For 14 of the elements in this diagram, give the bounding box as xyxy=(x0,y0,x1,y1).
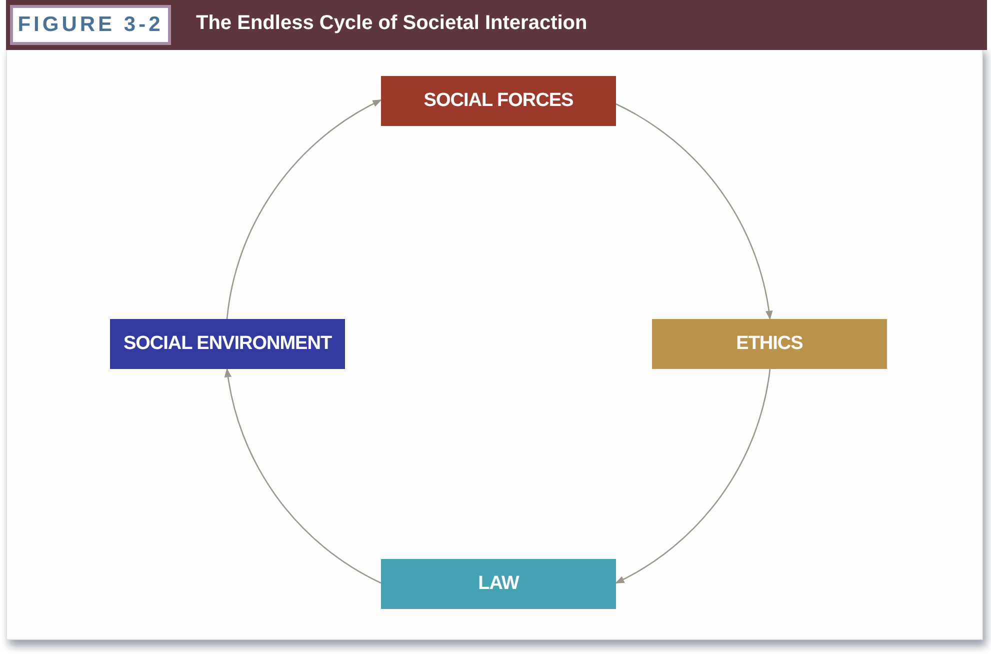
curved-arrow xyxy=(226,99,382,320)
concept-box xyxy=(110,319,345,369)
box-label: SOCIAL FORCES xyxy=(424,90,574,112)
box-label: ETHICS xyxy=(736,333,803,355)
concept-box xyxy=(381,76,616,126)
figure-title: The Endless Cycle of Societal Interaction xyxy=(196,12,588,35)
box-label: SOCIAL ENVIRONMENT xyxy=(123,333,332,355)
concept-box xyxy=(381,559,616,609)
curved-arrow xyxy=(616,103,772,320)
concept-box xyxy=(652,319,887,369)
curved-arrow xyxy=(224,368,382,584)
curved-arrow xyxy=(615,368,771,584)
box-label: LAW xyxy=(478,573,519,595)
figure-number: FIGURE 3-2 xyxy=(10,5,171,45)
